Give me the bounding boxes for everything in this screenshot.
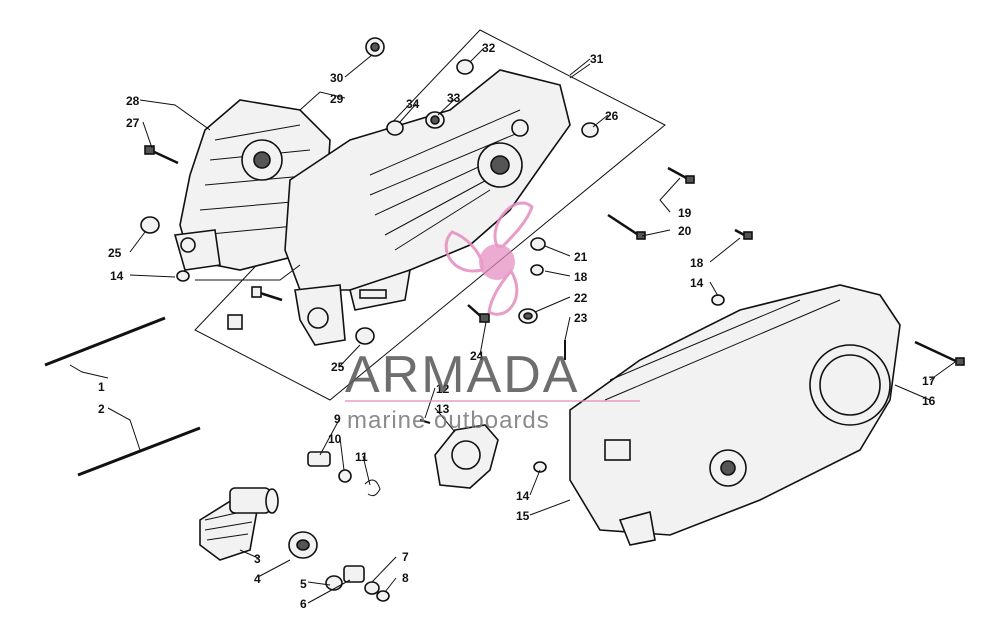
kickstart-assembly	[199, 419, 431, 602]
callout-15: 15	[516, 509, 530, 523]
callout-4: 4	[254, 572, 261, 586]
callout-8: 8	[402, 571, 409, 585]
callout-21: 21	[574, 250, 588, 264]
callout-32: 32	[482, 41, 496, 55]
gasket-13	[434, 424, 499, 489]
callout-2: 2	[98, 402, 105, 416]
right-crankcase-half	[284, 69, 571, 346]
callout-28: 28	[126, 94, 140, 108]
callout-7: 7	[402, 550, 409, 564]
callout-20: 20	[678, 224, 692, 238]
callout-14-left: 14	[110, 269, 124, 283]
callout-33: 33	[447, 91, 461, 105]
callout-9: 9	[334, 412, 341, 426]
callout-16: 16	[922, 394, 936, 408]
callout-1: 1	[98, 380, 105, 394]
callout-14-right: 14	[690, 276, 704, 290]
watermark: ARMADA marine outboards	[345, 201, 640, 434]
callout-29: 29	[330, 92, 344, 106]
leader-lines	[69, 47, 956, 604]
callout-11: 11	[355, 450, 368, 464]
callout-31: 31	[590, 52, 604, 66]
bolts	[144, 145, 965, 366]
callout-30: 30	[330, 71, 344, 85]
callout-6: 6	[300, 597, 307, 611]
callout-10: 10	[328, 432, 342, 446]
callout-labels: 1 2 3 4 5 6 7 8 9 10 11 12 13 14 14 14 1…	[98, 41, 936, 611]
callout-12: 12	[436, 382, 450, 396]
callout-25-left: 25	[108, 246, 122, 260]
left-crankcase-cover	[569, 284, 901, 546]
callout-26: 26	[605, 109, 619, 123]
callout-18-center: 18	[574, 270, 588, 284]
studs	[44, 316, 201, 477]
callout-19: 19	[678, 206, 692, 220]
callout-24: 24	[470, 349, 484, 363]
callout-14-bottom: 14	[516, 489, 530, 503]
callout-3: 3	[254, 552, 261, 566]
callout-13: 13	[436, 402, 450, 416]
watermark-tagline: marine outboards	[347, 407, 550, 434]
callout-18-right: 18	[690, 256, 704, 270]
callout-27: 27	[126, 116, 140, 130]
callout-5: 5	[300, 577, 307, 591]
callout-25-bottom: 25	[331, 360, 345, 374]
watermark-brand: ARMADA	[345, 346, 579, 404]
callout-22: 22	[574, 291, 588, 305]
callout-17: 17	[922, 374, 936, 388]
propeller-icon	[444, 201, 534, 316]
callout-34: 34	[406, 97, 420, 111]
callout-23: 23	[574, 311, 588, 325]
